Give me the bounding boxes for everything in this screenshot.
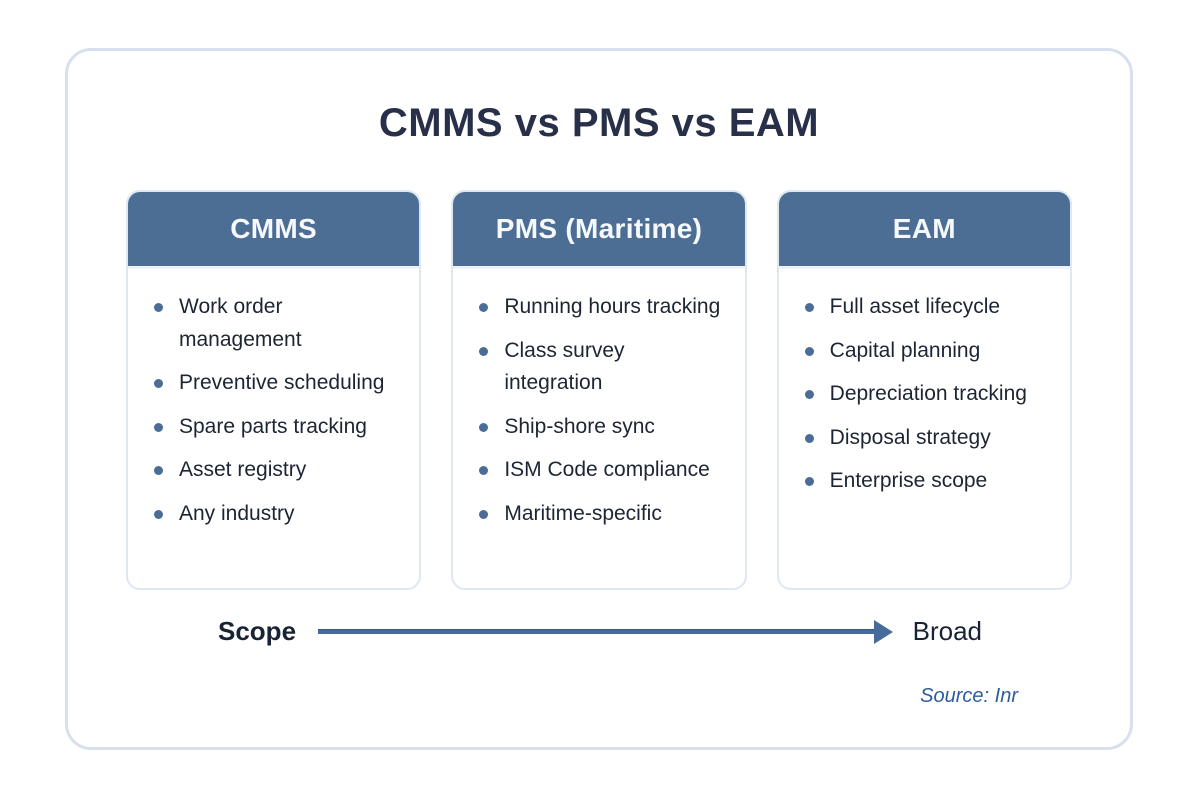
bullet-icon xyxy=(479,303,489,312)
list-item: ISM Code compliance xyxy=(479,454,720,487)
column-pms: PMS (Maritime) Running hours tracking Cl… xyxy=(451,190,747,590)
list-item: Capital planning xyxy=(804,335,1046,368)
list-item: Preventive scheduling xyxy=(154,367,395,400)
bullet-icon xyxy=(154,379,163,389)
comparison-columns: CMMS Work order management Preventive sc… xyxy=(126,190,1072,590)
item-label: Running hours tracking xyxy=(504,295,721,318)
feature-list-pms: Running hours tracking Class survey inte… xyxy=(453,269,744,530)
arrow-line xyxy=(318,629,874,634)
item-label: Spare parts tracking xyxy=(179,414,367,438)
item-label: Asset registry xyxy=(179,458,307,482)
bullet-icon xyxy=(804,303,814,312)
feature-list-eam: Full asset lifecycle Capital planning De… xyxy=(779,269,1070,498)
bullet-icon xyxy=(479,509,489,519)
column-header-eam: EAM xyxy=(778,192,1070,269)
bullet-icon xyxy=(804,477,814,487)
item-label: Capital planning xyxy=(829,338,981,362)
item-label: Disposal strategy xyxy=(829,425,991,449)
item-label: Work order management xyxy=(179,295,302,351)
feature-list-cmms: Work order management Preventive schedul… xyxy=(128,269,419,530)
list-item: Enterprise scope xyxy=(804,465,1046,498)
scope-axis: Scope Broad xyxy=(218,616,982,647)
column-header-pms: PMS (Maritime) xyxy=(453,192,745,269)
bullet-icon xyxy=(479,346,489,356)
list-item: Any industry xyxy=(154,498,395,531)
list-item: Spare parts tracking xyxy=(154,411,395,444)
source-attribution: Source: Inr xyxy=(920,685,1018,707)
item-label: Full asset lifecycle xyxy=(829,295,1001,318)
bullet-icon xyxy=(154,509,163,519)
list-item: Maritime-specific xyxy=(479,498,720,531)
item-label: Ship-shore sync xyxy=(504,414,655,438)
item-label: Any industry xyxy=(179,501,295,525)
bullet-icon xyxy=(154,303,163,312)
item-label: Maritime-specific xyxy=(504,501,662,525)
right-arrow-icon xyxy=(318,619,893,644)
list-item: Full asset lifecycle xyxy=(804,291,1046,324)
item-label: Preventive scheduling xyxy=(179,371,385,395)
item-label: Class survey integration xyxy=(504,338,625,395)
list-item: Asset registry xyxy=(154,454,395,487)
bullet-icon xyxy=(804,346,814,356)
bullet-icon xyxy=(804,433,814,443)
column-eam: EAM Full asset lifecycle Capital plannin… xyxy=(776,190,1072,590)
infographic-card: CMMS vs PMS vs EAM CMMS Work order manag… xyxy=(65,48,1133,750)
bullet-icon xyxy=(479,422,489,432)
list-item: Running hours tracking xyxy=(479,291,720,324)
bullet-icon xyxy=(154,466,163,476)
item-label: ISM Code compliance xyxy=(504,458,710,482)
item-label: Enterprise scope xyxy=(829,469,988,493)
list-item: Depreciation tracking xyxy=(804,378,1046,411)
column-cmms: CMMS Work order management Preventive sc… xyxy=(126,190,422,590)
item-label: Depreciation tracking xyxy=(829,382,1027,406)
list-item: Work order management xyxy=(154,291,395,356)
bullet-icon xyxy=(154,422,163,432)
bullet-icon xyxy=(479,466,489,476)
page-title: CMMS vs PMS vs EAM xyxy=(378,101,820,145)
bullet-icon xyxy=(804,390,814,400)
scope-axis-left-label: Scope xyxy=(218,616,297,646)
list-item: Disposal strategy xyxy=(804,422,1046,455)
list-item: Ship-shore sync xyxy=(479,411,720,444)
arrow-head xyxy=(873,619,893,644)
scope-axis-right-label: Broad xyxy=(912,616,982,646)
column-header-cmms: CMMS xyxy=(128,192,420,269)
list-item: Class survey integration xyxy=(479,335,720,400)
